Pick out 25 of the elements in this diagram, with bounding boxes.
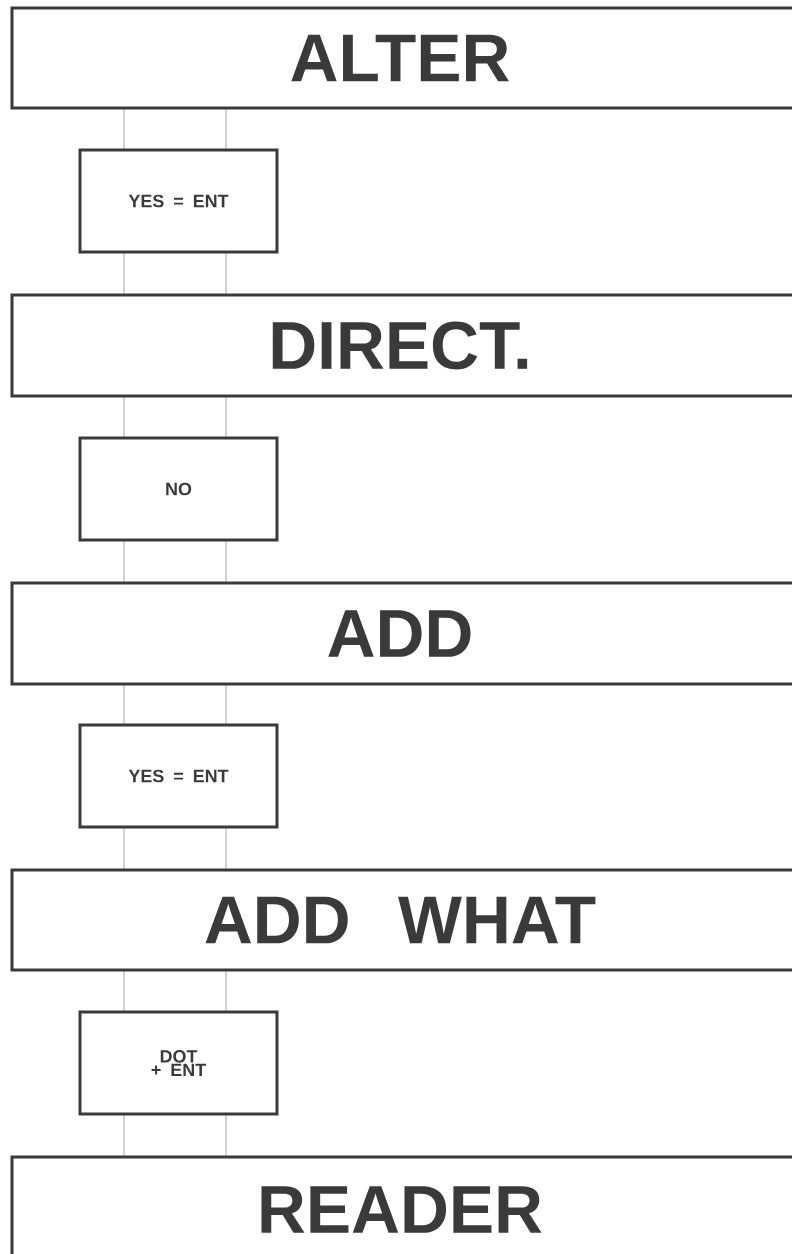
connector-line xyxy=(225,1113,227,1158)
connector-line xyxy=(225,107,227,151)
connector-line xyxy=(123,1113,125,1158)
step-box: READER xyxy=(10,1155,792,1254)
connector-line xyxy=(123,683,125,726)
connector-line xyxy=(225,683,227,726)
step-box: ADD xyxy=(10,581,792,686)
answer-box: NO xyxy=(78,436,279,542)
step-box: ADD WHAT xyxy=(10,868,792,972)
connector-line xyxy=(123,826,125,871)
connector-line xyxy=(123,107,125,151)
answer-box: YES = ENT xyxy=(78,148,279,254)
connector-line xyxy=(123,395,125,439)
connector-line xyxy=(123,539,125,584)
connector-line xyxy=(123,969,125,1013)
connector-line xyxy=(225,826,227,871)
connector-line xyxy=(225,251,227,296)
connector-line xyxy=(123,251,125,296)
step-box: ALTER xyxy=(10,6,792,110)
connector-line xyxy=(225,395,227,439)
step-box: DIRECT. xyxy=(10,293,792,398)
connector-line xyxy=(225,969,227,1013)
answer-box: DOT + ENT xyxy=(78,1010,279,1116)
connector-line xyxy=(225,539,227,584)
answer-box: YES = ENT xyxy=(78,723,279,829)
